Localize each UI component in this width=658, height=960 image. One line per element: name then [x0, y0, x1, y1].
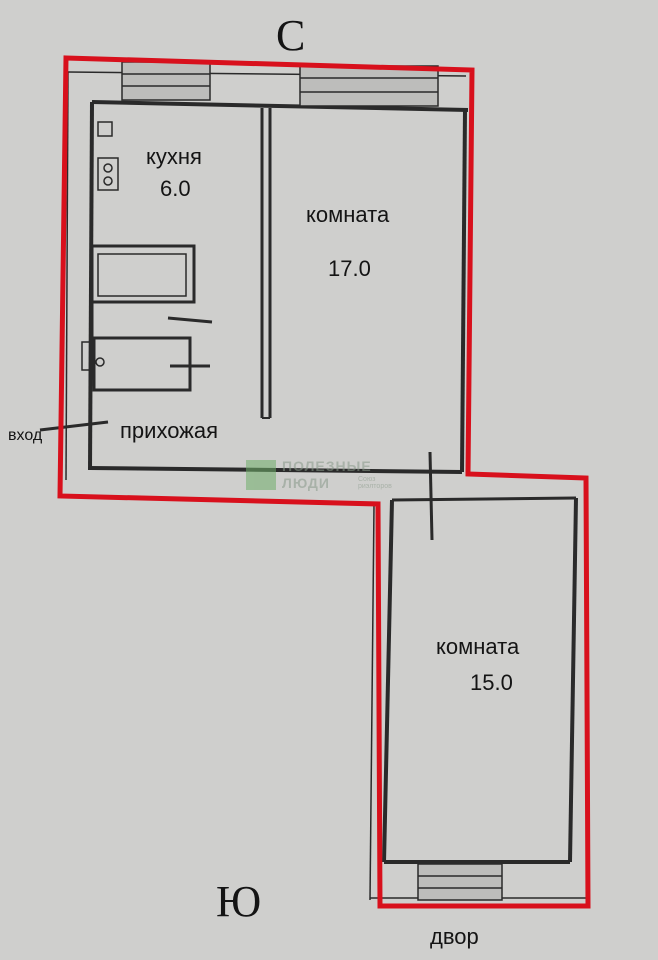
compass-south: Ю — [216, 877, 262, 926]
room-window — [299, 65, 439, 107]
stove — [97, 157, 119, 191]
bathroom-door-mark — [167, 316, 213, 324]
kitchen-name: кухня — [146, 144, 202, 169]
watermark-line1: ПОЛЕЗНЫЕ — [282, 458, 372, 474]
west-wall-outer — [65, 71, 69, 481]
room-large-area: 17.0 — [328, 256, 371, 281]
upper-south-wall — [89, 466, 463, 474]
washbasin — [81, 341, 95, 371]
watermark-line3: Союз риэлторов — [358, 476, 392, 490]
kitchen-area: 6.0 — [160, 176, 191, 201]
lower-north-wall — [391, 496, 577, 502]
north-wall — [91, 100, 469, 112]
bathtub — [97, 253, 187, 297]
bathroom-block — [90, 244, 196, 304]
lower-east-wall — [568, 497, 578, 863]
north-windows — [121, 61, 439, 107]
entrance-door-mark — [39, 420, 109, 432]
room-large-name: комната — [306, 202, 390, 227]
watermark-logo-icon — [246, 460, 276, 490]
lower-west-wall — [382, 499, 394, 863]
kitchen-window — [121, 61, 211, 101]
room-small-area: 15.0 — [470, 670, 513, 695]
watermark-line2: ЛЮДИ — [282, 475, 330, 491]
compass-north: С — [276, 11, 306, 60]
watermark-logo: ПОЛЕЗНЫЕ ЛЮДИ Союз риэлторов — [246, 458, 406, 492]
entrance-label: вход — [8, 427, 43, 444]
south-window — [417, 863, 503, 901]
hall-name: прихожая — [120, 418, 219, 443]
interior-walls — [39, 108, 434, 541]
lower-block-walls — [369, 496, 586, 901]
room-door-mark — [428, 451, 434, 541]
room-small-name: комната — [436, 634, 520, 659]
yard-label: двор — [430, 924, 479, 949]
apartment-outline — [57, 55, 591, 909]
east-wall — [460, 109, 467, 473]
kitchen-sink — [97, 121, 113, 137]
